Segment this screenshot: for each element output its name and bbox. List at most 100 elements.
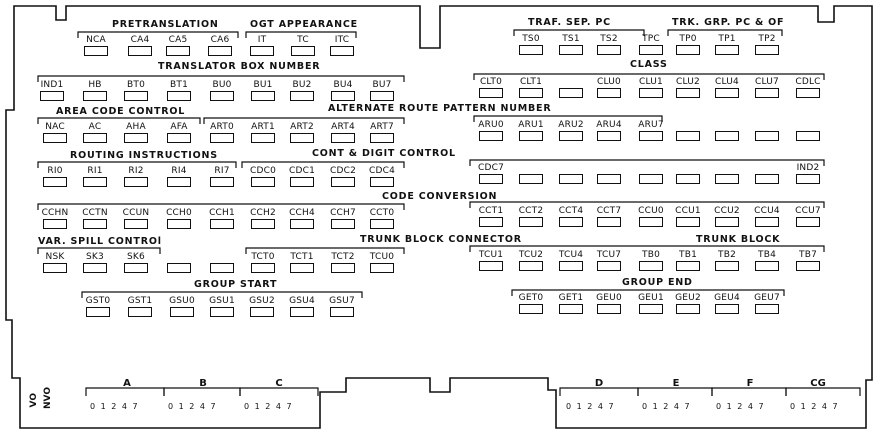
punch-box-cdc1	[290, 177, 314, 187]
group-bracket-9	[37, 161, 237, 168]
punch-box-blank-r3r-7	[755, 131, 779, 141]
punch-box-tp1	[715, 45, 739, 55]
section-traf-sep-pc: TRAF. SEP. PC	[528, 17, 611, 28]
punch-box-gsu2	[250, 307, 274, 317]
punch-box-tc	[291, 46, 315, 56]
field-label-tpc: TPC	[642, 34, 660, 44]
punch-box-blank-r3r-8	[796, 131, 820, 141]
connector-a-pins: 0 1 2 4 7	[90, 402, 140, 411]
field-label-cch4: CCH4	[289, 208, 315, 218]
field-label-tb4: TB4	[758, 250, 776, 260]
punch-box-aru2	[559, 131, 583, 141]
field-label-cch2: CCH2	[250, 208, 276, 218]
punch-box-ts1	[559, 45, 583, 55]
group-bracket-5	[473, 73, 825, 80]
punch-box-tcu7	[597, 261, 621, 271]
punch-box-ccu1	[676, 217, 700, 227]
connector-b-pins: 0 1 2 4 7	[168, 402, 218, 411]
field-label-bt1: BT1	[170, 80, 188, 90]
connector-f-pins: 0 1 2 4 7	[716, 402, 766, 411]
punch-box-nac	[43, 133, 67, 143]
punch-box-ac	[83, 133, 107, 143]
punch-box-art7	[370, 133, 394, 143]
punch-box-art2	[290, 133, 314, 143]
connector-tab-4	[637, 387, 713, 396]
punch-box-art1	[251, 133, 275, 143]
punch-box-tpc	[639, 45, 663, 55]
field-label-ts0: TS0	[522, 34, 540, 44]
field-label-art7: ART7	[370, 122, 394, 132]
field-label-art0: ART0	[210, 122, 234, 132]
field-label-ccu0: CCU0	[638, 206, 664, 216]
field-label-cdlc: CDLC	[795, 77, 821, 87]
punch-box-bu1	[251, 91, 275, 101]
field-label-ccun: CCUN	[122, 208, 150, 218]
punch-box-clu7	[755, 88, 779, 98]
punch-box-clt0	[479, 88, 503, 98]
field-label-ca5: CA5	[168, 35, 188, 45]
section-translator-box-number: TRANSLATOR BOX NUMBER	[158, 61, 321, 72]
field-label-ri7: RI7	[214, 166, 230, 176]
field-label-aru4: ARU4	[596, 120, 622, 130]
punch-box-art0	[210, 133, 234, 143]
field-label-geu1: GEU1	[638, 293, 664, 303]
punch-box-bu0	[210, 91, 234, 101]
field-label-tcu1: TCU1	[478, 250, 504, 260]
field-label-art1: ART1	[251, 122, 275, 132]
punch-box-blank-r3r-5	[676, 131, 700, 141]
section-group-start: GROUP START	[194, 279, 278, 290]
punch-box-ri4	[167, 177, 191, 187]
group-bracket-12	[37, 203, 405, 210]
field-label-clu0: CLU0	[597, 77, 621, 87]
punch-box-aha	[124, 133, 148, 143]
field-label-itc: ITC	[334, 35, 350, 45]
field-label-clt0: CLT0	[479, 77, 503, 87]
field-label-clu2: CLU2	[676, 77, 700, 87]
field-label-cch7: CCH7	[330, 208, 356, 218]
connector-d-label: D	[594, 378, 604, 389]
punch-box-blank-r4r-3	[597, 174, 621, 184]
field-label-gsu7: GSU7	[329, 296, 355, 306]
field-label-it: IT	[257, 35, 267, 45]
punch-box-aru0	[479, 131, 503, 141]
section-area-code-control: AREA CODE CONTROL	[56, 106, 186, 117]
punch-box-ind2	[796, 174, 820, 184]
connector-tab-5	[711, 387, 787, 396]
punch-box-gsu4	[290, 307, 314, 317]
punch-box-blank-r4r-6	[715, 174, 739, 184]
section-pretranslation: PRETRANSLATION	[112, 19, 219, 30]
field-label-ri2: RI2	[128, 166, 144, 176]
field-label-tp0: TP0	[679, 34, 697, 44]
punch-box-cch0	[167, 219, 191, 229]
punch-box-clu2	[676, 88, 700, 98]
section-code-conversion: CODE CONVERSION	[382, 191, 498, 202]
connector-tab-6	[785, 387, 861, 396]
field-label-tp1: TP1	[718, 34, 736, 44]
section-class: CLASS	[630, 59, 668, 70]
punch-box-gsu7	[330, 307, 354, 317]
punch-box-cdc4	[370, 177, 394, 187]
punch-box-get1	[559, 304, 583, 314]
field-label-cchn: CCHN	[41, 208, 69, 218]
field-label-gsu0: GSU0	[169, 296, 195, 306]
punch-box-clu1	[639, 88, 663, 98]
group-bracket-13	[469, 201, 825, 208]
section-cont-digit-control: CONT & DIGIT CONTROL	[312, 148, 456, 159]
field-label-tb0: TB0	[642, 250, 660, 260]
field-label-art4: ART4	[331, 122, 355, 132]
punch-box-ri1	[83, 177, 107, 187]
field-label-ccu1: CCU1	[675, 206, 701, 216]
punch-box-ts2	[597, 45, 621, 55]
field-label-tb1: TB1	[679, 250, 697, 260]
group-bracket-14	[37, 247, 161, 254]
punch-box-nsk	[43, 263, 67, 273]
section-routing-instructions: ROUTING INSTRUCTIONS	[70, 150, 218, 161]
field-label-aha: AHA	[126, 122, 146, 132]
punch-box-ccu0	[639, 217, 663, 227]
punch-box-tb2	[715, 261, 739, 271]
field-label-ca4: CA4	[130, 35, 150, 45]
punch-box-ind1	[40, 91, 64, 101]
group-bracket-11	[469, 159, 825, 166]
connector-tab-3	[559, 387, 639, 396]
